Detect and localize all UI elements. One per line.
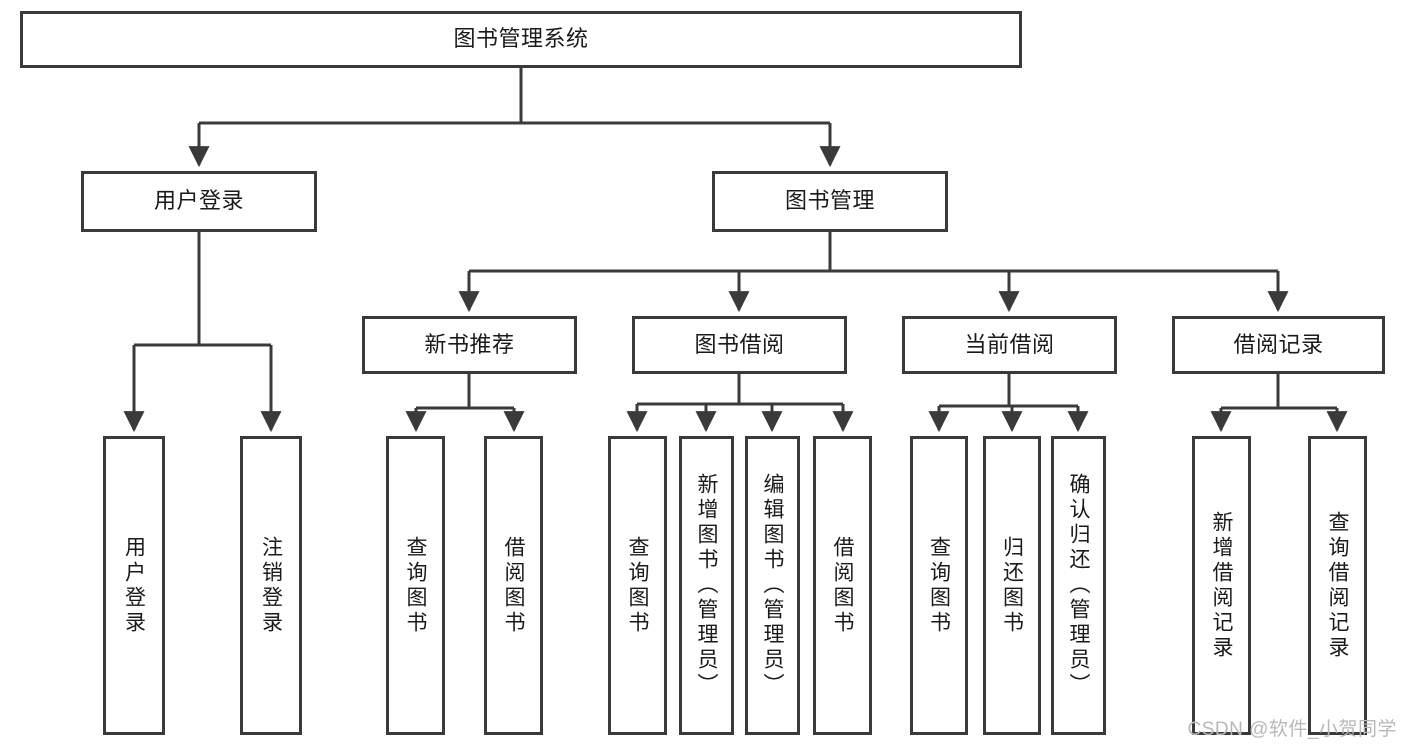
node-root[interactable]: 图书管理系统 [20,11,1022,68]
leaf-cb-query-book-label: 查询图书 [927,535,951,636]
node-new-book-rec-label: 新书推荐 [424,331,515,357]
node-book-manage[interactable]: 图书管理 [712,171,948,232]
leaf-user-logout-label: 注销登录 [259,535,283,636]
watermark-text: CSDN @软件_小贺同学 [1187,719,1397,740]
node-root-label: 图书管理系统 [453,26,589,52]
leaf-user-login[interactable]: 用户登录 [103,436,165,735]
leaf-cb-confirm-return-label: 确认归还（管理员） [1067,473,1090,698]
node-user-login-label: 用户登录 [153,188,244,214]
leaf-cb-query-book[interactable]: 查询图书 [910,436,968,735]
node-book-borrow[interactable]: 图书借阅 [632,316,847,374]
leaf-bb-borrow-book[interactable]: 借阅图书 [813,436,872,735]
node-borrow-record-label: 借阅记录 [1233,331,1324,357]
leaf-bb-add-book[interactable]: 新增图书（管理员） [679,436,734,735]
node-book-borrow-label: 图书借阅 [694,331,785,357]
leaf-rec-borrow-book-label: 借阅图书 [502,535,525,636]
node-borrow-record[interactable]: 借阅记录 [1172,316,1385,374]
leaf-bb-edit-book[interactable]: 编辑图书（管理员） [745,436,800,735]
leaf-cb-return-book-label: 归还图书 [1000,535,1024,636]
leaf-bb-query-book-label: 查询图书 [626,535,649,636]
leaf-br-query-record-label: 查询借阅记录 [1326,510,1349,661]
leaf-rec-query-book-label: 查询图书 [404,535,427,636]
node-current-borrow-label: 当前借阅 [964,331,1055,357]
leaf-bb-add-book-label: 新增图书（管理员） [695,473,718,698]
leaf-bb-borrow-book-label: 借阅图书 [831,535,854,636]
node-current-borrow[interactable]: 当前借阅 [902,316,1117,374]
leaf-bb-edit-book-label: 编辑图书（管理员） [761,473,784,698]
leaf-user-logout[interactable]: 注销登录 [240,436,302,735]
node-user-login[interactable]: 用户登录 [81,171,317,232]
leaf-br-add-record[interactable]: 新增借阅记录 [1192,436,1251,735]
leaf-rec-query-book[interactable]: 查询图书 [386,436,445,735]
node-new-book-rec[interactable]: 新书推荐 [362,316,577,374]
leaf-user-login-label: 用户登录 [122,535,146,636]
leaf-rec-borrow-book[interactable]: 借阅图书 [484,436,543,735]
leaf-br-query-record[interactable]: 查询借阅记录 [1308,436,1367,735]
leaf-cb-return-book[interactable]: 归还图书 [983,436,1041,735]
leaf-cb-confirm-return[interactable]: 确认归还（管理员） [1051,436,1106,735]
node-book-manage-label: 图书管理 [784,188,875,214]
leaf-bb-query-book[interactable]: 查询图书 [608,436,667,735]
leaf-br-add-record-label: 新增借阅记录 [1210,510,1233,661]
